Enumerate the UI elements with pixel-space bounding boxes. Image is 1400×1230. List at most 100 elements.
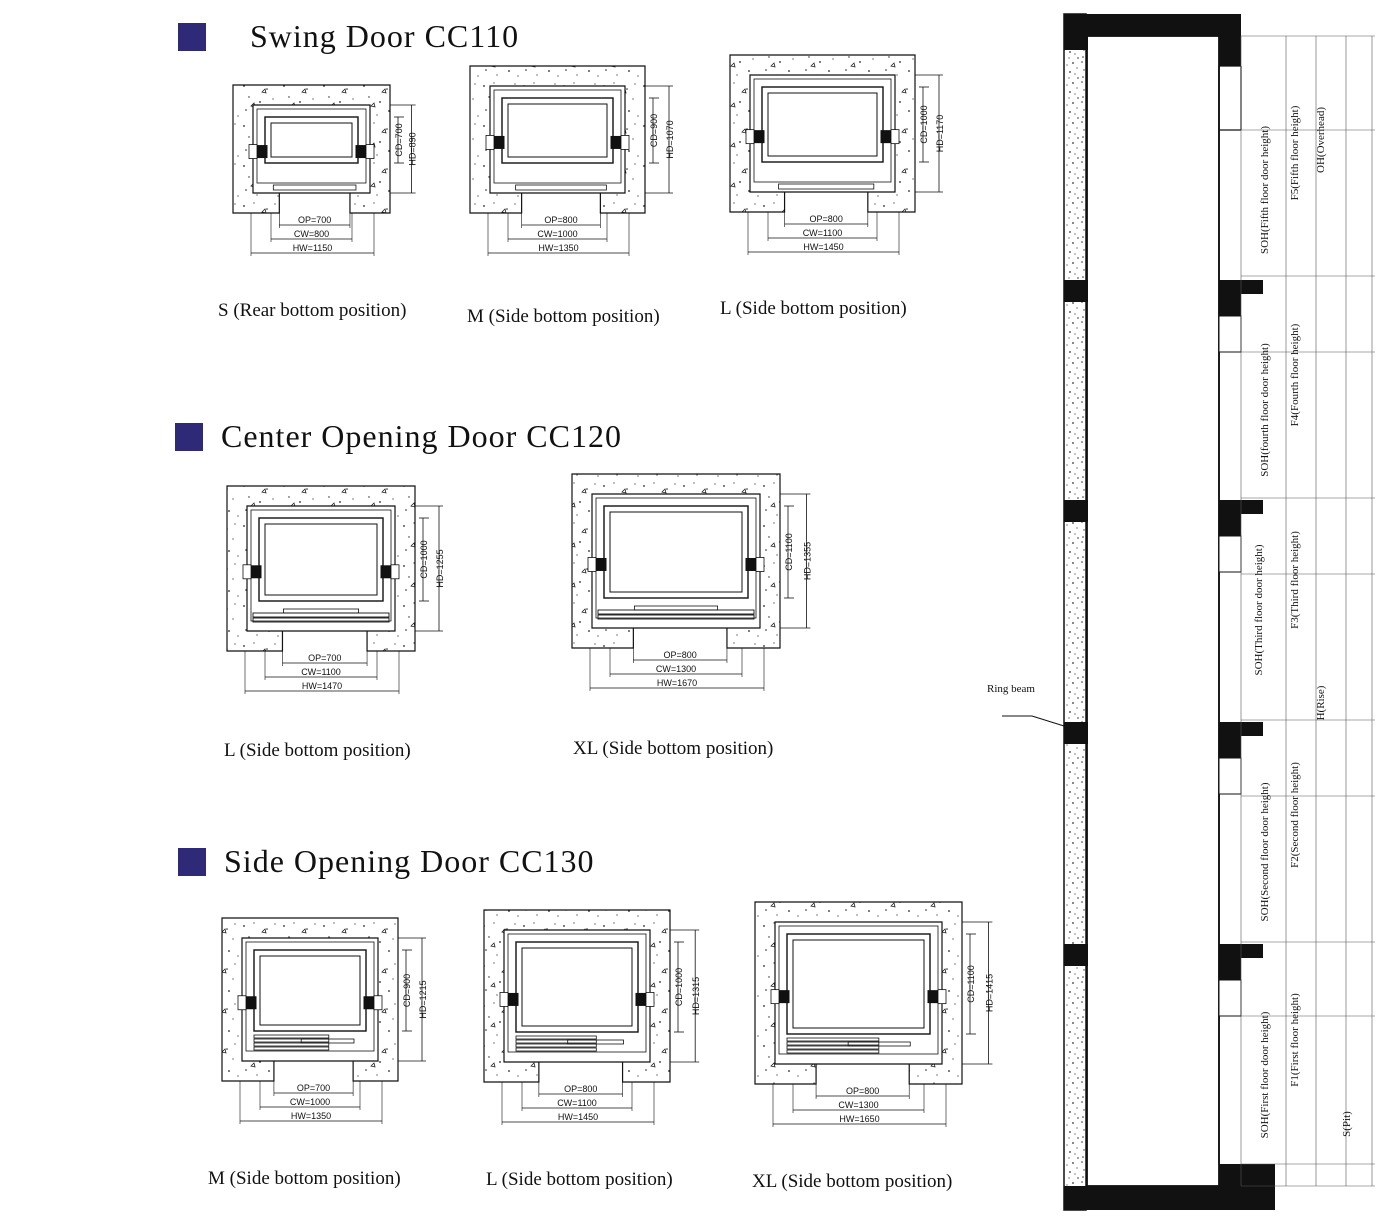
square-bullet-icon [178,847,206,876]
door-panel [252,617,390,623]
cd-dimension: CD=1100 [966,965,976,1003]
cd-dimension: CD=1100 [784,533,794,571]
soh4-label: SOH(fourth floor door height) [1259,343,1271,477]
cd-dimension: CD=900 [649,114,659,147]
door-panel [597,614,755,620]
car-inner [507,103,608,158]
op-dimension: OP=800 [846,1086,879,1096]
car-outer [258,517,384,602]
cd-dimension: CD=1000 [419,540,429,578]
section-header-side: Side Opening Door CC130 [178,843,595,880]
variant-caption: L (Side bottom position) [224,740,411,761]
door-jamb [1218,757,1242,795]
car-guide [507,933,647,1053]
guide-rail [493,135,505,149]
door-sill [778,183,875,190]
door-panel [515,1039,597,1044]
hd-dimension: HD=1415 [984,974,994,1012]
door-panel [253,1034,330,1039]
lintel [1219,722,1241,758]
section-header-swing: Swing Door CC110 [178,18,519,55]
car-inner [521,947,633,1027]
hw-dimension: HW=1650 [839,1114,879,1124]
door-sill [282,608,359,614]
door-panel [597,609,755,615]
car-guide [753,78,892,183]
soh1-label: SOH(First floor door height) [1259,1011,1271,1138]
door-sill [515,184,607,191]
hd-dimension: HD=890 [408,132,418,165]
shaft-wall [571,473,781,649]
door-panel [786,1037,880,1042]
f3-label: F3(Third floor height) [1289,531,1301,629]
op-dimension: OP=700 [298,215,331,225]
cw-dimension: CW=1300 [656,664,696,674]
guide-rail [880,130,892,144]
cd-dimension: CD=900 [402,974,412,1007]
lintel [1219,280,1241,316]
door-panel [300,1038,355,1044]
pit-label: S(Pit) [1341,1111,1353,1137]
car-outer [761,86,884,163]
ring-beam-leader [1031,715,1065,727]
section-title: Center Opening Door CC120 [221,418,622,454]
section-title: Side Opening Door CC130 [224,843,595,879]
square-bullet-icon [175,422,203,451]
car-outer [515,941,639,1033]
shaft-wall [469,65,646,214]
door-jamb [1218,315,1242,353]
ring-beam-label: Ring beam [987,683,1035,695]
car-guide [778,925,939,1055]
cw-dimension: CW=1100 [301,667,341,677]
op-dimension: OP=800 [544,215,577,225]
cw-dimension: CW=1000 [290,1097,330,1107]
shaft-wall [754,901,963,1085]
variant-caption: L (Side bottom position) [720,298,907,319]
hw-dimension: HW=1450 [803,242,843,252]
f5-label: F5(Fifth floor height) [1289,105,1301,200]
guide-rail [250,565,262,579]
soh3-label: SOH(Third floor door height) [1253,544,1265,675]
door-panel [786,1045,880,1050]
guide-rail [745,557,757,571]
car-inner [259,955,361,1026]
hd-dimension: HD=1255 [435,549,445,587]
door-panel [252,612,390,618]
guide-rail [778,990,790,1004]
car-outer [253,949,367,1032]
shaft-section [1063,13,1275,1211]
guide-rail [927,990,939,1004]
cd-dimension: CD=1000 [919,105,929,143]
door-panel [515,1035,597,1040]
shaft-wall [221,917,399,1082]
cw-dimension: CW=1000 [537,229,577,239]
door-panel [515,1047,597,1052]
variant-caption: L (Side bottom position) [486,1169,673,1190]
car-outer [264,116,359,164]
op-dimension: OP=700 [308,653,341,663]
lintel [1219,500,1241,536]
soh5-label: SOH(Fifth floor door height) [1259,126,1271,254]
hw-dimension: HW=1350 [538,243,578,253]
door-sill [634,605,719,611]
overhead-label: OH(Overhead) [1315,107,1327,173]
car-inner [270,122,353,158]
door-panel [515,1043,597,1048]
shaft-wall [232,84,391,214]
door-jamb [1218,979,1242,1017]
door-panel [786,1041,880,1046]
f4-label: F4(Fourth floor height) [1289,323,1301,426]
door-panel [786,1049,880,1054]
shaft-wall [226,485,416,652]
soh2-label: SOH(Second floor door height) [1259,782,1271,921]
variant-caption: XL (Side bottom position) [573,738,774,759]
car-outer [786,933,931,1035]
square-bullet-icon [178,22,206,51]
